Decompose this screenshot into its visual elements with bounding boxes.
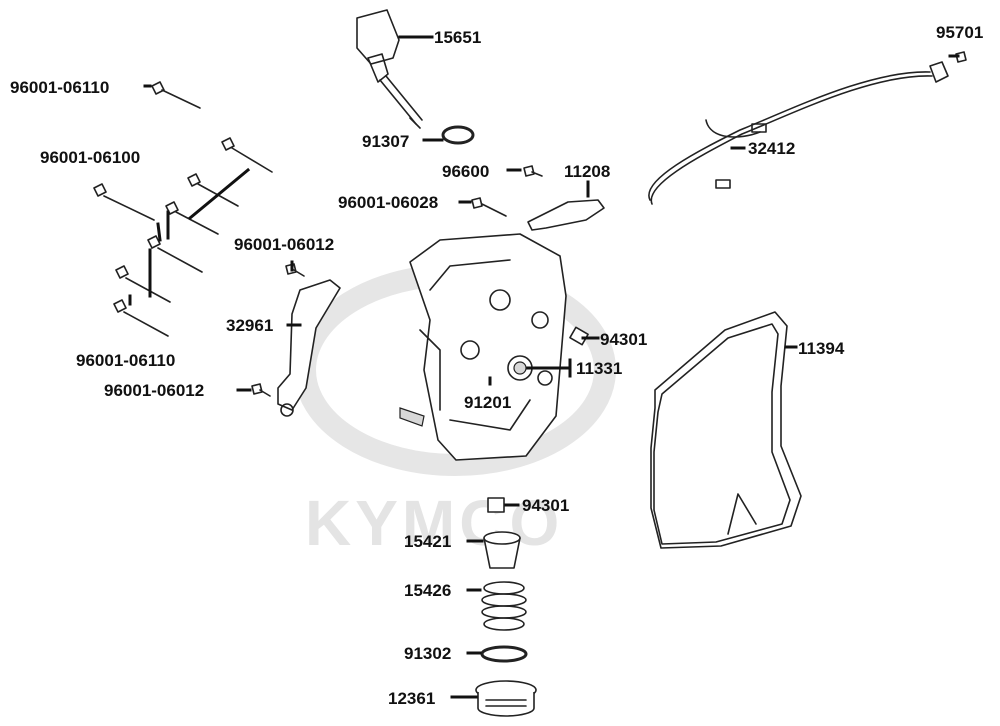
label-95701: 95701 xyxy=(936,23,983,42)
screw-95701 xyxy=(955,51,967,63)
label-94301-top: 94301 xyxy=(600,330,647,349)
bolt-96001-06028 xyxy=(471,197,507,217)
bolt-group-left xyxy=(93,81,273,337)
label-91302: 91302 xyxy=(404,644,451,663)
label-32412: 32412 xyxy=(748,139,795,158)
label-11331: 11331 xyxy=(576,359,622,378)
leader-lines xyxy=(143,35,960,699)
dowel-94301-bottom xyxy=(487,497,505,513)
drain-plug-12361 xyxy=(475,680,537,717)
cable-32412 xyxy=(648,61,949,205)
label-96001-06100: 96001-06100 xyxy=(40,148,140,167)
o-ring-91302 xyxy=(480,645,528,663)
label-12361: 12361 xyxy=(388,689,435,708)
label-96001-06012-bottom: 96001-06012 xyxy=(104,381,204,400)
label-96001-06110-bottom: 96001-06110 xyxy=(76,351,175,370)
label-96001-06110-top: 96001-06110 xyxy=(10,78,109,97)
label-94301-bottom: 94301 xyxy=(522,496,569,515)
spring-15426 xyxy=(481,581,527,631)
label-15421: 15421 xyxy=(404,532,451,551)
crankcase-cover xyxy=(399,233,567,461)
bolt-96600 xyxy=(523,165,543,177)
label-96001-06012-top: 96001-06012 xyxy=(234,235,334,254)
bolt-96001-06012-top xyxy=(285,263,305,277)
strainer-15421 xyxy=(483,531,521,569)
dipstick-part xyxy=(356,9,423,129)
label-15426: 15426 xyxy=(404,581,451,600)
label-11394: 11394 xyxy=(798,339,845,358)
label-91307: 91307 xyxy=(362,132,409,151)
bracket-11208 xyxy=(527,199,605,231)
label-96001-06028: 96001-06028 xyxy=(338,193,438,212)
o-ring-91307 xyxy=(441,125,475,145)
label-15651: 15651 xyxy=(434,28,481,47)
label-96600: 96600 xyxy=(442,162,489,181)
bolt-96001-06012-bottom xyxy=(251,383,271,397)
label-91201: 91201 xyxy=(464,393,511,412)
bracket-32961 xyxy=(277,279,341,411)
label-11208: 11208 xyxy=(564,162,610,181)
gasket-11394 xyxy=(650,311,802,549)
label-32961: 32961 xyxy=(226,316,273,335)
